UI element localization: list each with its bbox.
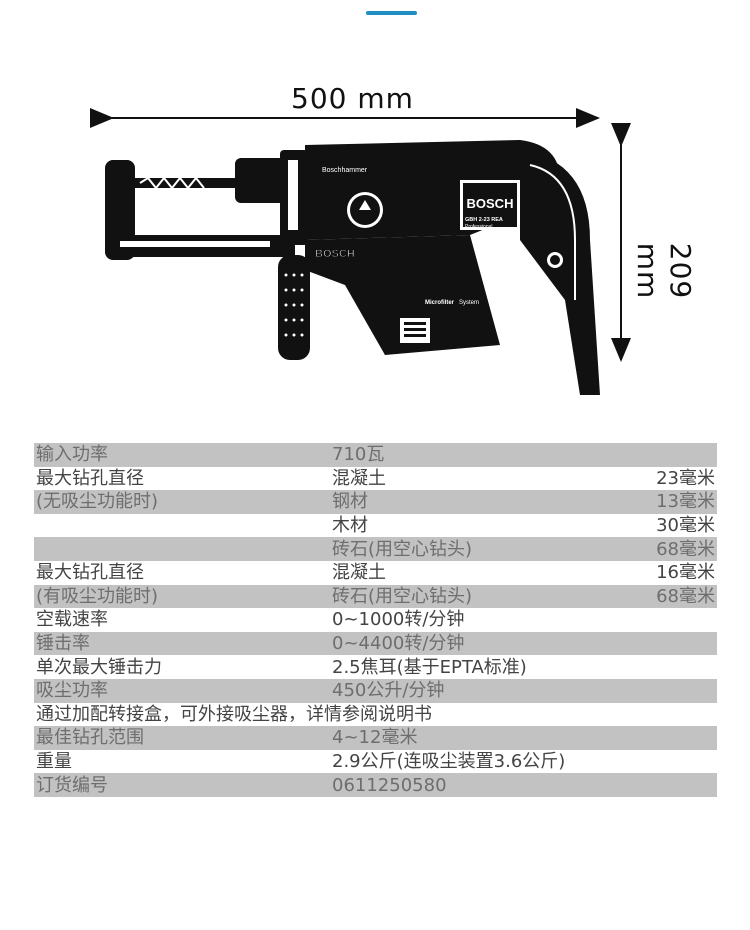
module-label: System — [459, 300, 479, 306]
spec-row: 输入功率 710瓦 — [34, 443, 717, 467]
spec-row: 单次最大锤击力 2.5焦耳(基于EPTA标准) — [34, 655, 717, 679]
spec-item: 砖石(用空心钻头) — [332, 538, 473, 560]
spec-row: 最大钻孔直径 混凝土 23毫米 — [34, 467, 717, 491]
module-brand: BOSCH — [315, 248, 355, 260]
spec-row: 重量 2.9公斤(连吸尘装置3.6公斤) — [34, 750, 717, 774]
spec-item: 2.5焦耳(基于EPTA标准) — [332, 656, 527, 678]
spec-item: 710瓦 — [332, 444, 385, 466]
spec-label: (有吸尘功能时) — [36, 585, 159, 607]
series-label: Professional — [465, 224, 493, 230]
spec-label: 订货编号 — [36, 774, 108, 796]
spec-row: 最大钻孔直径 混凝土 16毫米 — [34, 561, 717, 585]
spec-row: (有吸尘功能时) 砖石(用空心钻头) 68毫米 — [34, 584, 717, 609]
spec-label: 通过加配转接盒，可外接吸尘器，详情参阅说明书 — [36, 703, 432, 725]
spec-item: 木材 — [332, 515, 368, 537]
spec-row: 砖石(用空心钻头) 68毫米 — [34, 537, 717, 561]
spec-row: 最佳钻孔范围 4~12毫米 — [34, 726, 717, 750]
spec-label: 空载速率 — [36, 609, 108, 631]
spec-row: 锤击率 0~4400转/分钟 — [34, 631, 717, 656]
spec-label: (无吸尘功能时) — [36, 491, 159, 513]
brand-logo: BOSCH — [467, 196, 514, 211]
spec-label: 最大钻孔直径 — [36, 562, 144, 584]
spec-row: 订货编号 0611250580 — [34, 773, 717, 797]
side-label: Boschhammer — [322, 167, 368, 174]
drill-illustration: BOSCH GBH 2-23 REA Professional Boschham… — [90, 108, 631, 395]
spec-item: 混凝土 — [332, 467, 386, 489]
spec-row: 空载速率 0~1000转/分钟 — [34, 608, 717, 632]
spec-row: 通过加配转接盒，可外接吸尘器，详情参阅说明书 — [34, 703, 717, 727]
spec-item: 砖石(用空心钻头) — [332, 585, 473, 607]
spec-row: 吸尘功率 450公升/分钟 — [34, 678, 717, 703]
spec-item: 2.9公斤(连吸尘装置3.6公斤) — [332, 751, 566, 773]
spec-row: (无吸尘功能时) 钢材 13毫米 — [34, 490, 717, 514]
model-label: GBH 2-23 REA — [465, 217, 503, 223]
drill-body: BOSCH GBH 2-23 REA Professional Boschham… — [105, 140, 600, 395]
spec-label: 最大钻孔直径 — [36, 467, 144, 489]
spec-label: 锤击率 — [36, 633, 90, 655]
spec-item: 4~12毫米 — [332, 727, 418, 749]
spec-value: 30毫米 — [656, 515, 715, 537]
spec-value: 68毫米 — [656, 585, 715, 607]
spec-item: 450公升/分钟 — [332, 680, 445, 702]
spec-item: 0611250580 — [332, 774, 447, 796]
spec-item: 0~1000转/分钟 — [332, 609, 465, 631]
spec-item: 0~4400转/分钟 — [332, 633, 465, 655]
spec-label: 重量 — [36, 751, 72, 773]
spec-label: 单次最大锤击力 — [36, 656, 162, 678]
spec-label: 输入功率 — [36, 444, 108, 466]
spec-label: 吸尘功率 — [36, 680, 108, 702]
spec-item: 钢材 — [332, 491, 368, 513]
spec-item: 混凝土 — [332, 562, 386, 584]
module-label-bold: Microfilter — [425, 300, 455, 306]
accent-bar — [366, 11, 417, 15]
spec-value: 68毫米 — [656, 538, 715, 560]
spec-value: 13毫米 — [656, 491, 715, 513]
spec-row: 木材 30毫米 — [34, 514, 717, 538]
spec-value: 23毫米 — [656, 467, 715, 489]
spec-label: 最佳钻孔范围 — [36, 727, 144, 749]
spec-value: 16毫米 — [656, 562, 715, 584]
